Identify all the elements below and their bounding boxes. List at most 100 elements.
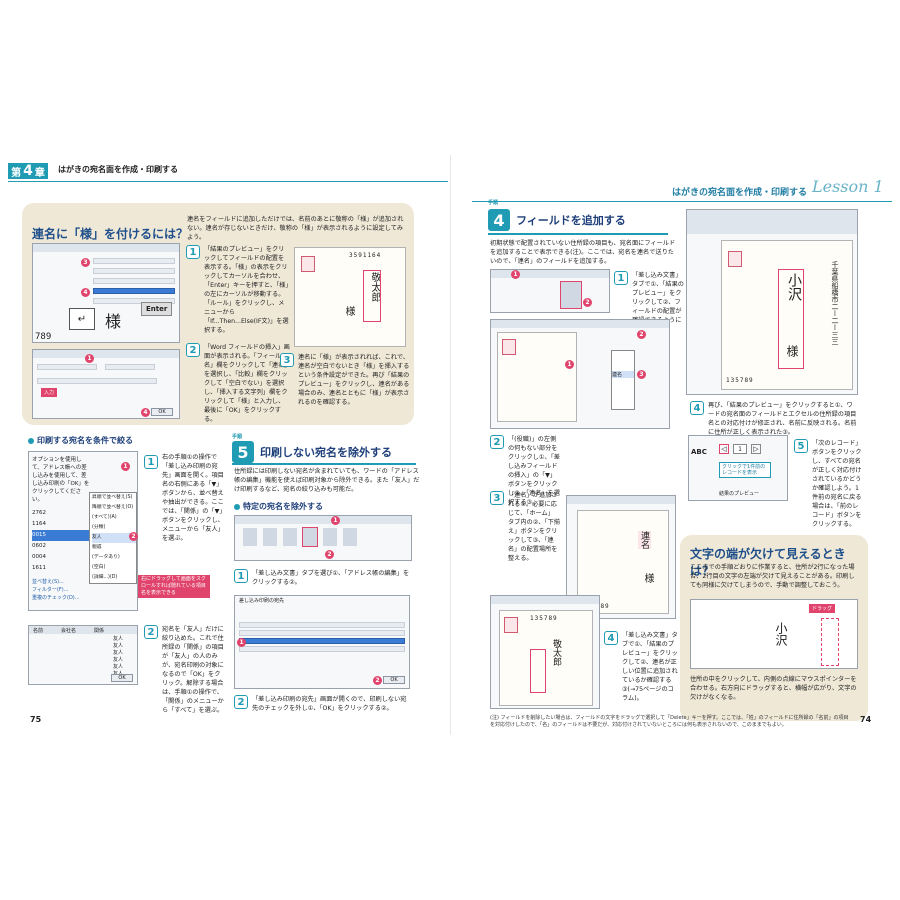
field-name-input[interactable] <box>37 364 97 370</box>
footnote: (注) フィールドを削除したい場合は、フィールドの文字をドラッグで選択して「De… <box>490 715 849 728</box>
step-num-filter-1: 1 <box>144 455 158 469</box>
col-relation: 関係 <box>94 627 105 634</box>
tip-step-1: 「結果のプレビュー」をクリックしてフィールドの配置を表示する。「様」の表示をクリ… <box>204 246 289 334</box>
code-item[interactable]: 0015 <box>32 530 92 541</box>
insert-text-input[interactable] <box>37 378 157 384</box>
screenshot-filter-result: 名前 会社名 関係 友人 友人 友人 友人 友人 友人 OK <box>28 625 138 685</box>
menu-item[interactable]: 親戚 <box>92 545 102 550</box>
ribbon-btn-icon[interactable] <box>283 528 297 546</box>
page-number-right: 74 <box>860 715 872 724</box>
col-company: 会社名 <box>61 627 77 634</box>
menu-item[interactable]: (詳細...)(D) <box>92 575 118 580</box>
filter-links: 並べ替え(S)... フィルター(F)... 重複のチェック(D)... <box>32 578 80 602</box>
menu-item[interactable]: 降順で並べ替え(O) <box>92 505 134 510</box>
menu-row <box>93 258 175 264</box>
step-num-4-6: 5 <box>794 439 808 453</box>
address-edit-icon[interactable] <box>302 527 318 547</box>
postcard-check: 135789 敬太郎 <box>499 610 593 706</box>
step-num-4-5: 4 <box>690 401 704 415</box>
bullet-icon <box>234 503 240 510</box>
screenshot-insert-field: 連名 1 2 3 <box>490 319 670 429</box>
step-num-5-1: 1 <box>234 569 248 583</box>
postcard-large: 千葉県船橋市二ー二ー三三 小沢 様 135789 <box>721 240 853 390</box>
screenshot-postcard-preview: 千葉県船橋市二ー二ー三三 小沢 様 135789 <box>686 209 858 395</box>
ribbon-btn-icon[interactable] <box>343 528 357 546</box>
ok-button[interactable]: OK <box>111 674 133 682</box>
relation-cell: 友人 <box>113 643 124 649</box>
code-item[interactable]: 0004 <box>32 554 46 560</box>
menu-item[interactable]: (空白) <box>92 565 106 570</box>
list-row-selected[interactable] <box>239 638 405 644</box>
menu-item-renmei[interactable]: 連名 <box>612 371 634 378</box>
code-item[interactable]: 1611 <box>32 565 46 571</box>
result-header: 名前 会社名 関係 <box>29 626 137 634</box>
screenshot-filter-menu: オプションを使用して、アドレス帳への差し込みを使用して、差し込み印刷の「OK」を… <box>28 451 138 611</box>
step-marker: 3 <box>637 370 646 379</box>
ribbon-btn-icon[interactable] <box>323 528 337 546</box>
tip-title-renmei: 連名に「様」を付けるには？ <box>32 227 189 241</box>
section4-step-3: 「連名」が追加される①。必要に応じて、「ホーム」タブ内の②、「下揃え」ボタンをク… <box>508 492 560 562</box>
step-marker: 4 <box>81 288 90 297</box>
tip-step-3: 連名に「様」が表示されれば、これで、連名が空白でないとき「様」を挿入するという条… <box>298 354 410 406</box>
filter-link[interactable]: フィルター(F)... <box>32 587 69 593</box>
col-name: 名前 <box>33 627 44 634</box>
ribbon-tabs <box>567 496 675 504</box>
preview-result-button[interactable] <box>560 281 582 309</box>
ok-button[interactable]: OK <box>383 676 405 684</box>
prev-record-button[interactable]: ◁ <box>719 444 729 454</box>
ok-button[interactable]: OK <box>151 408 173 416</box>
relation-cell: 友人 <box>113 636 124 642</box>
insert-field-menu: 連名 <box>611 350 635 410</box>
digits-label: 789 <box>35 332 52 342</box>
step-marker: 1 <box>565 360 574 369</box>
screenshot-record-nav: ABC ◁ 1 ▷ クリックで1件前のレコードを表示 結果のプレビュー <box>688 435 788 501</box>
drag-handle[interactable] <box>821 618 839 666</box>
compare-input[interactable] <box>105 364 155 370</box>
menu-item-friend[interactable]: 友人 <box>92 533 136 543</box>
step-marker: 2 <box>129 532 138 541</box>
step-marker: 2 <box>373 676 382 685</box>
code-item[interactable]: 2762 <box>32 510 46 516</box>
enter-key-icon: ↵ <box>69 308 95 330</box>
chapter-title-left: はがきの宛名面を作成・印刷する <box>58 165 178 174</box>
stamp-icon <box>301 256 315 272</box>
chapter-suffix: 章 <box>34 167 45 179</box>
section5-num: 5 <box>232 441 254 463</box>
list-row <box>239 630 405 636</box>
menu-item[interactable]: (すべて)(A) <box>92 515 117 520</box>
chapter-title-right: はがきの宛名面を作成・印刷する <box>672 188 808 198</box>
lesson-label: Lesson 1 <box>812 177 884 196</box>
prev-record-callout: クリックで1件前のレコードを表示 <box>719 462 771 478</box>
menu-item[interactable]: (データあり) <box>92 555 120 560</box>
section5-header: 5 印刷しない宛名を除外する <box>232 441 392 463</box>
step-marker: 2 <box>325 550 334 559</box>
result-relation-list: 友人 友人 友人 友人 友人 友人 <box>113 636 123 678</box>
section5-sub-text: 特定の宛名を除外する <box>243 502 323 511</box>
ribbon-btn-icon[interactable] <box>243 528 257 546</box>
ribbon-btn-icon[interactable] <box>263 528 277 546</box>
page-number-left: 75 <box>30 715 42 724</box>
list-row <box>239 646 405 652</box>
ribbon-bar <box>33 244 179 252</box>
next-record-button[interactable]: ▷ <box>751 444 761 454</box>
filter-heading-text: 印刷する宛名を条件で絞る <box>37 436 133 445</box>
screenshot-ribbon-address-edit: 1 2 <box>234 515 412 561</box>
sort-link[interactable]: 並べ替え(S)... <box>32 579 64 585</box>
menu-row-if-then-else[interactable] <box>93 288 175 294</box>
code-item[interactable]: 0602 <box>32 543 46 549</box>
code-item[interactable]: 1164 <box>32 521 46 527</box>
section5-sub: 特定の宛名を除外する <box>234 501 323 512</box>
duplicate-link[interactable]: 重複のチェック(D)... <box>32 595 80 601</box>
tip-intro: 連名をフィールドに追加しただけでは、名前のあとに敬称の「様」が追加されない。連名… <box>187 216 404 241</box>
menu-item[interactable]: (分類) <box>92 525 106 530</box>
record-number-box[interactable]: 1 <box>733 444 747 454</box>
step-num-filter-2: 2 <box>144 625 158 639</box>
scroll-callout: 右にドラッグして画面をスクロールすれば隠れている項目名を表示できる <box>138 575 210 598</box>
step-marker: 1 <box>85 354 94 363</box>
section5-step-2: 「差し込み印刷の宛先」画面が開くので、印刷しない宛先のチェックを外し①、「OK」… <box>252 696 407 712</box>
screenshot-renmei-added: 連名 様 135789 <box>566 495 676 619</box>
stamp-icon <box>502 339 516 355</box>
section5-title: 印刷しない宛名を除外する <box>260 446 392 459</box>
menu-row <box>93 268 175 274</box>
menu-item[interactable]: 昇順で並べ替え(S) <box>92 495 133 500</box>
